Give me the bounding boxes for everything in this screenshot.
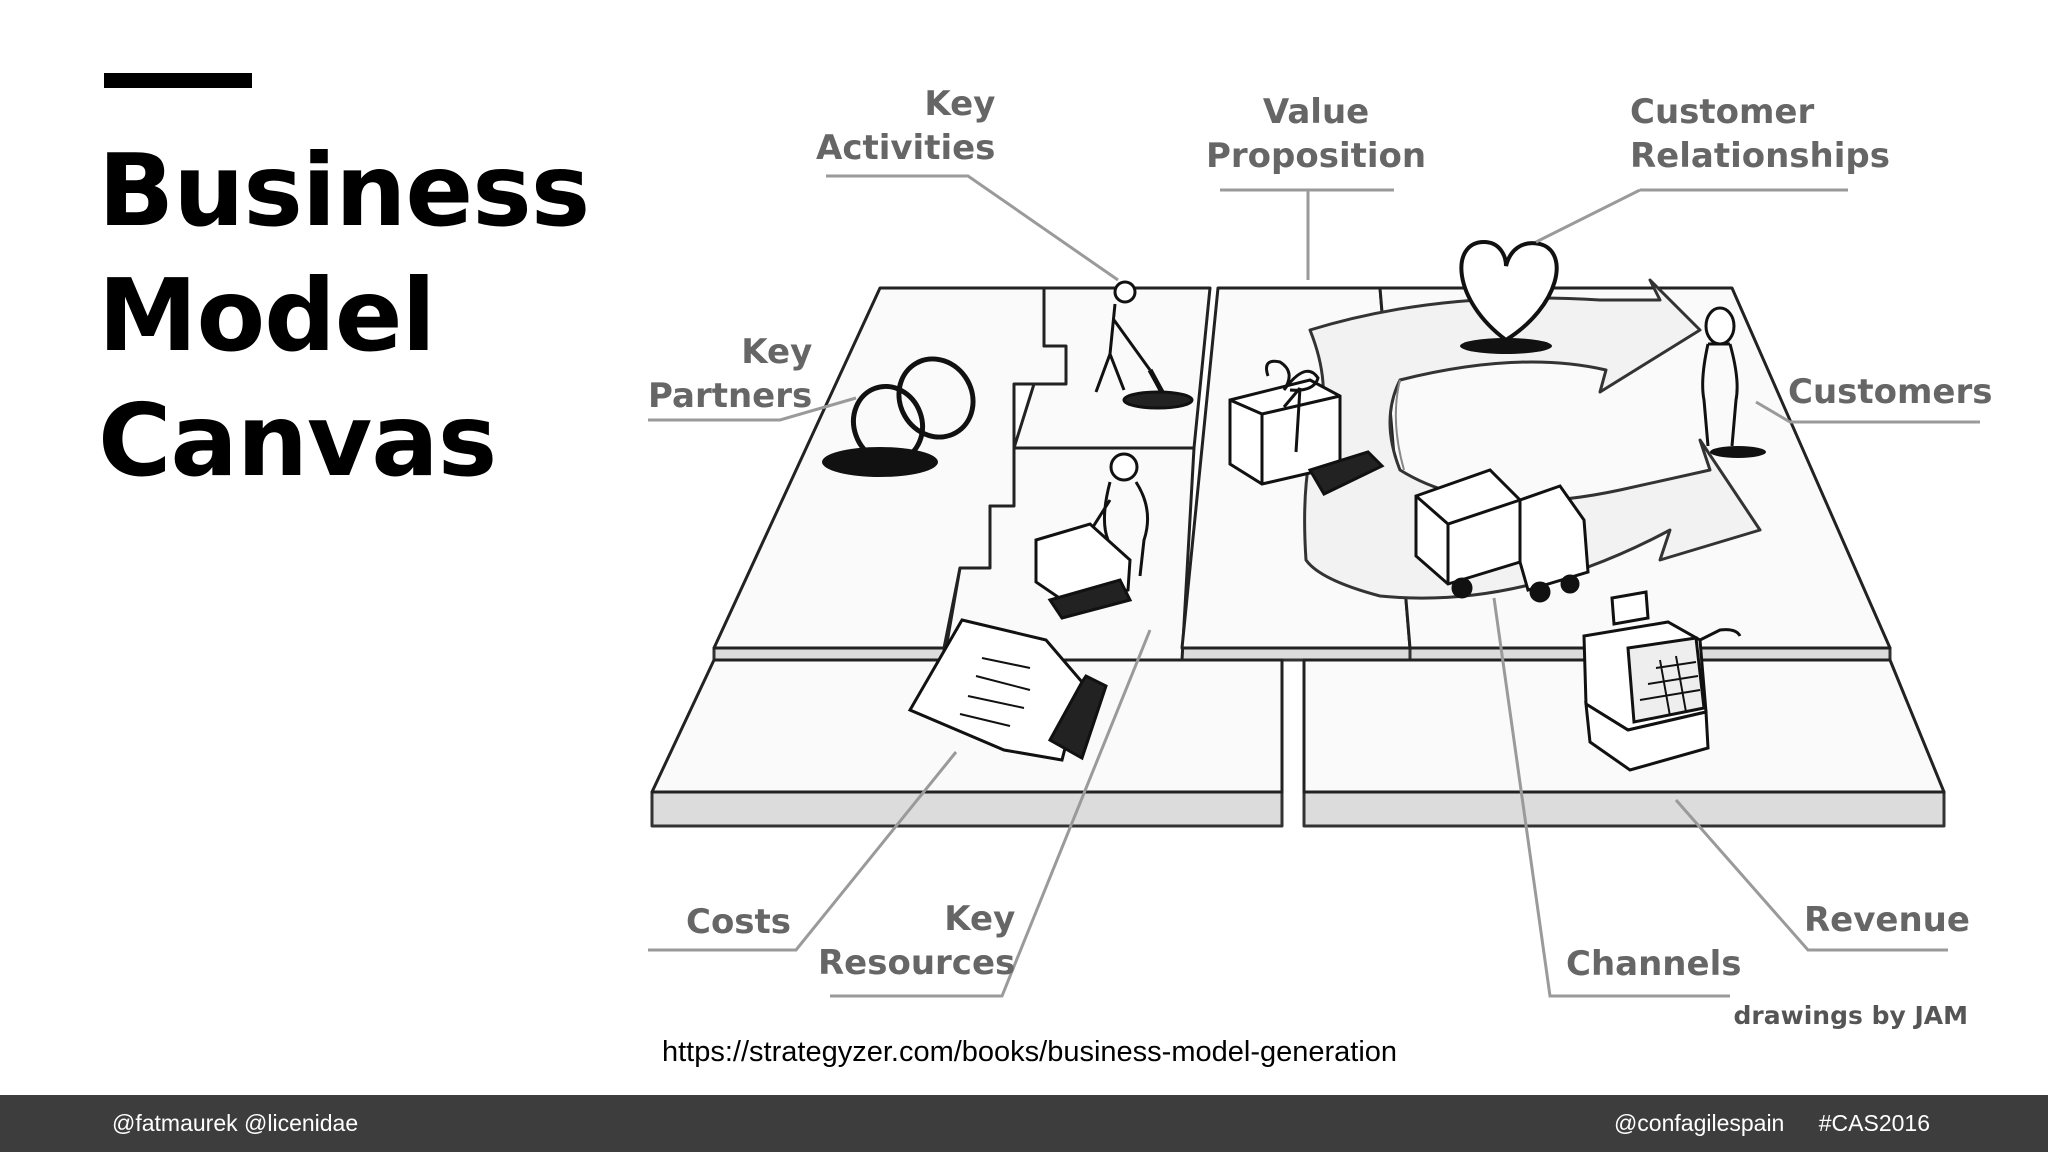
footer-tags: @confagilespain #CAS2016 — [1586, 1110, 1930, 1137]
label-line: Activities — [816, 128, 996, 168]
source-url: https://strategyzer.com/books/business-m… — [662, 1036, 1398, 1068]
worker-icon — [1034, 452, 1150, 620]
key-resources-label: Key Resources — [818, 897, 1015, 985]
label-line: Key — [944, 899, 1016, 939]
cash-register-icon — [1582, 590, 1742, 772]
label-line: Key — [924, 84, 996, 124]
key-activities-label: Key Activities — [816, 82, 995, 170]
label-line: Value — [1262, 92, 1370, 132]
label-line: Customer — [1630, 92, 1815, 132]
channels-label: Channels — [1566, 944, 1742, 984]
gift-box-icon — [1228, 359, 1385, 496]
rings-icon — [822, 356, 976, 477]
slide-title: Business Model Canvas — [98, 128, 590, 503]
title-line: Business — [98, 132, 590, 249]
footer-hashtag: #CAS2016 — [1818, 1110, 1930, 1136]
truck-icon — [1414, 468, 1590, 603]
heart-icon — [1459, 239, 1559, 354]
value-proposition-label: Value Proposition — [1206, 90, 1426, 178]
footer-handle: @confagilespain — [1613, 1110, 1785, 1136]
title-accent-bar — [104, 73, 252, 88]
label-line: Relationships — [1630, 136, 1890, 176]
revenue-label: Revenue — [1804, 900, 1970, 940]
label-line: Proposition — [1206, 136, 1427, 176]
customers-label: Customers — [1788, 372, 1993, 412]
key-partners-label: Key Partners — [648, 330, 812, 418]
leader-lines — [648, 174, 1980, 998]
title-line: Canvas — [98, 382, 497, 499]
person-icon — [1701, 306, 1766, 458]
drawing-credit: drawings by JAM — [1733, 1001, 1968, 1030]
digging-person-icon — [1094, 280, 1194, 410]
invoice-icon — [907, 618, 1108, 762]
footer-authors: @fatmaurek @licenidae — [112, 1110, 359, 1136]
costs-label: Costs — [686, 902, 792, 942]
footer-bar: @fatmaurek @licenidae @confagilespain #C… — [0, 1095, 2048, 1152]
customer-relationships-label: Customer Relationships — [1630, 90, 1890, 178]
label-line: Key — [741, 332, 813, 372]
label-line: Partners — [648, 376, 813, 416]
label-line: Resources — [818, 943, 1016, 983]
title-line: Model — [98, 257, 436, 374]
